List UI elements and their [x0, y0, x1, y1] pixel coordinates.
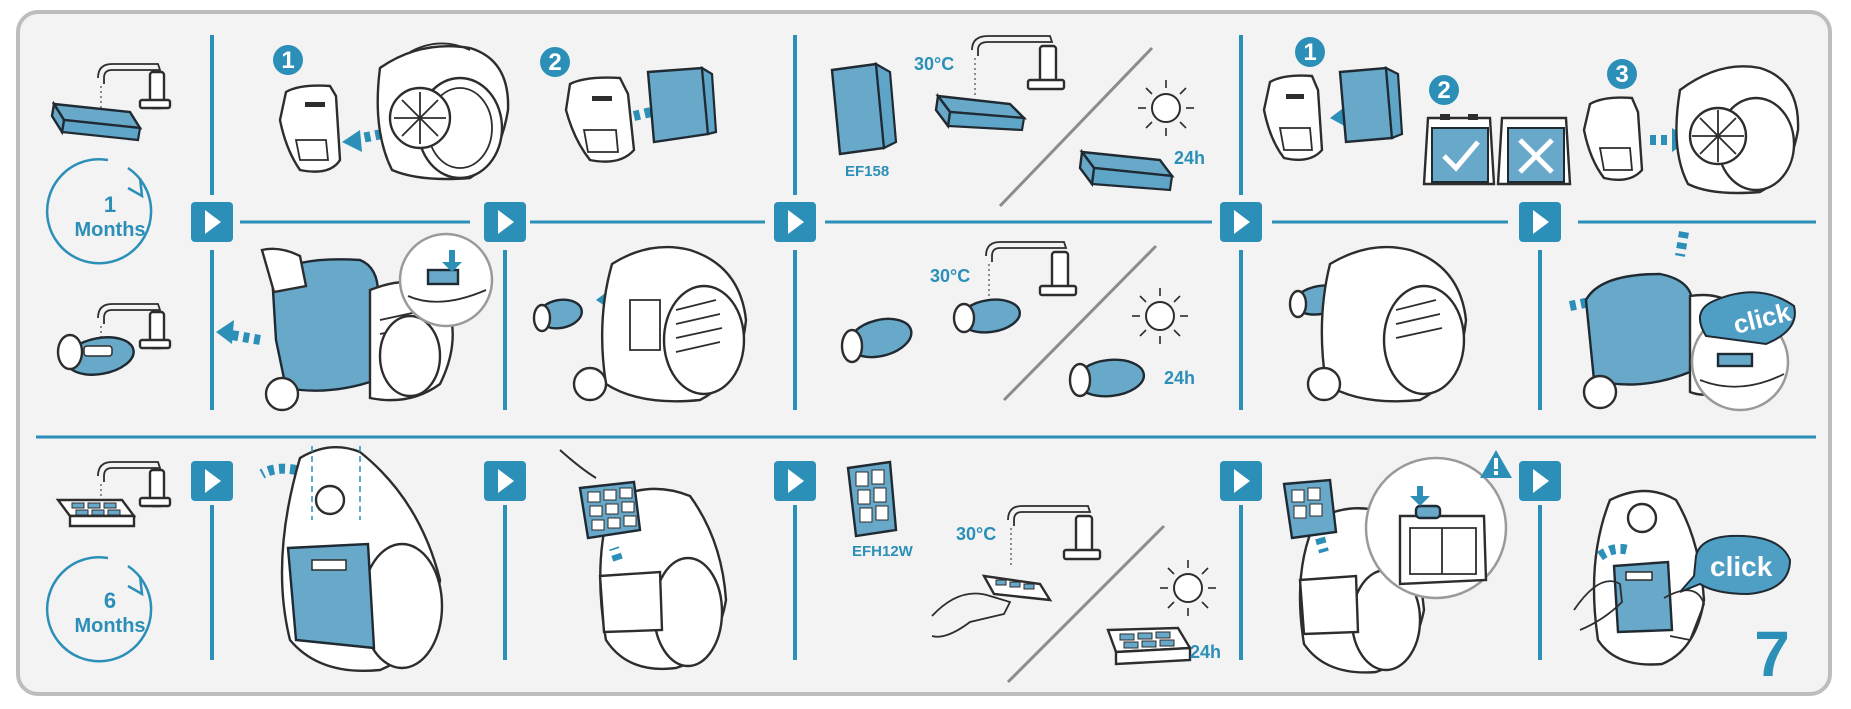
page-number: 7: [1754, 618, 1790, 690]
motor-filter-wash: [936, 96, 1024, 130]
exhaust-filter-part: [1284, 480, 1336, 538]
cylinder-filter-part: [842, 313, 915, 363]
next-arrow-icon: [774, 461, 816, 501]
next-arrow-icon: [1519, 202, 1561, 242]
cycle-arrow-icon: [47, 557, 151, 661]
faucet-icon: [98, 64, 170, 108]
svg-text:1: 1: [1303, 39, 1316, 66]
vacuum-exhaust-open: [1594, 491, 1704, 665]
filter-frame-part: [1584, 98, 1642, 180]
filter-code-EF158: EF158: [845, 163, 889, 180]
dry-time-label: 24h: [1164, 368, 1195, 388]
zoom-detail: [400, 234, 492, 326]
sun-icon: [1138, 80, 1194, 136]
wrong-orientation: [1498, 118, 1570, 184]
cylinder-filter-wash: [954, 296, 1022, 336]
exhaust-filter-part: [580, 482, 640, 538]
motor-filter-part: [1340, 68, 1402, 142]
next-arrow-icon: [191, 461, 233, 501]
next-arrow-icon: [774, 202, 816, 242]
vacuum-cleaner: [574, 247, 746, 401]
step-number-badge: 2: [540, 47, 570, 77]
zoom-detail: [1366, 458, 1506, 598]
step-number-badge: 2: [1429, 75, 1459, 105]
vacuum-cleaner: [1676, 66, 1798, 193]
filter-code-EFH12W: EFH12W: [852, 543, 914, 560]
next-arrow-icon: [1220, 202, 1262, 242]
direction-arrow: [262, 469, 296, 474]
motor-filter-part: [832, 64, 896, 154]
cylinder-filter-part: [534, 296, 584, 331]
vacuum-exhaust-open: [282, 446, 442, 671]
next-arrow-icon: [484, 202, 526, 242]
svg-text:2: 2: [1437, 77, 1450, 104]
faucet-icon: [1008, 506, 1100, 568]
interval-6-unit: Months: [74, 615, 145, 637]
direction-arrow: [1680, 232, 1684, 256]
dry-time-label: 24h: [1190, 642, 1221, 662]
faucet-icon: [986, 242, 1076, 296]
next-arrow-icon: [1220, 461, 1262, 501]
click-label: click: [1710, 551, 1773, 582]
cylinder-filter-wash: [58, 332, 137, 379]
next-arrow-icon: [1519, 461, 1561, 501]
svg-text:2: 2: [548, 49, 561, 76]
sun-icon: [1132, 288, 1188, 344]
next-arrow-icon: [191, 202, 233, 242]
direction-arrowhead: [342, 130, 362, 152]
motor-filter-part: [648, 68, 716, 142]
cycle-arrow-icon: [47, 159, 151, 263]
interval-1-unit: Months: [74, 219, 145, 241]
exhaust-filter-drying: [1108, 628, 1190, 664]
vacuum-cleaner: [378, 43, 508, 179]
temperature-label: 30°C: [930, 266, 970, 286]
click-bubble: click: [1680, 536, 1790, 594]
direction-arrowhead: [216, 320, 234, 344]
step-number-badge: 3: [1607, 59, 1637, 89]
exhaust-filter-wash: [932, 576, 1050, 637]
next-arrow-icon: [484, 461, 526, 501]
exhaust-filter-part: [848, 462, 896, 536]
temperature-label: 30°C: [914, 54, 954, 74]
exhaust-filter-wash: [58, 500, 134, 526]
interval-6-value: 6: [104, 588, 116, 613]
warning-icon: [1480, 450, 1512, 478]
step-number-badge: 1: [1295, 37, 1325, 67]
svg-text:3: 3: [1615, 61, 1628, 88]
correct-orientation: [1424, 114, 1494, 184]
vacuum-cleaner: [1308, 247, 1466, 401]
step-number-badge: 1: [273, 45, 303, 75]
sun-icon: [1160, 560, 1216, 616]
filter-frame-part: [566, 78, 634, 162]
motor-filter-wash: [52, 104, 140, 140]
filter-frame-part: [280, 86, 340, 172]
temperature-label: 30°C: [956, 524, 996, 544]
click-bubble: click: [1700, 292, 1795, 344]
motor-filter-drying: [1080, 152, 1172, 190]
filter-frame-part: [1264, 76, 1322, 160]
dry-time-label: 24h: [1174, 148, 1205, 168]
interval-1-value: 1: [104, 192, 116, 217]
cylinder-filter-drying: [1070, 357, 1146, 400]
svg-text:1: 1: [281, 47, 294, 74]
faucet-icon: [972, 36, 1064, 98]
